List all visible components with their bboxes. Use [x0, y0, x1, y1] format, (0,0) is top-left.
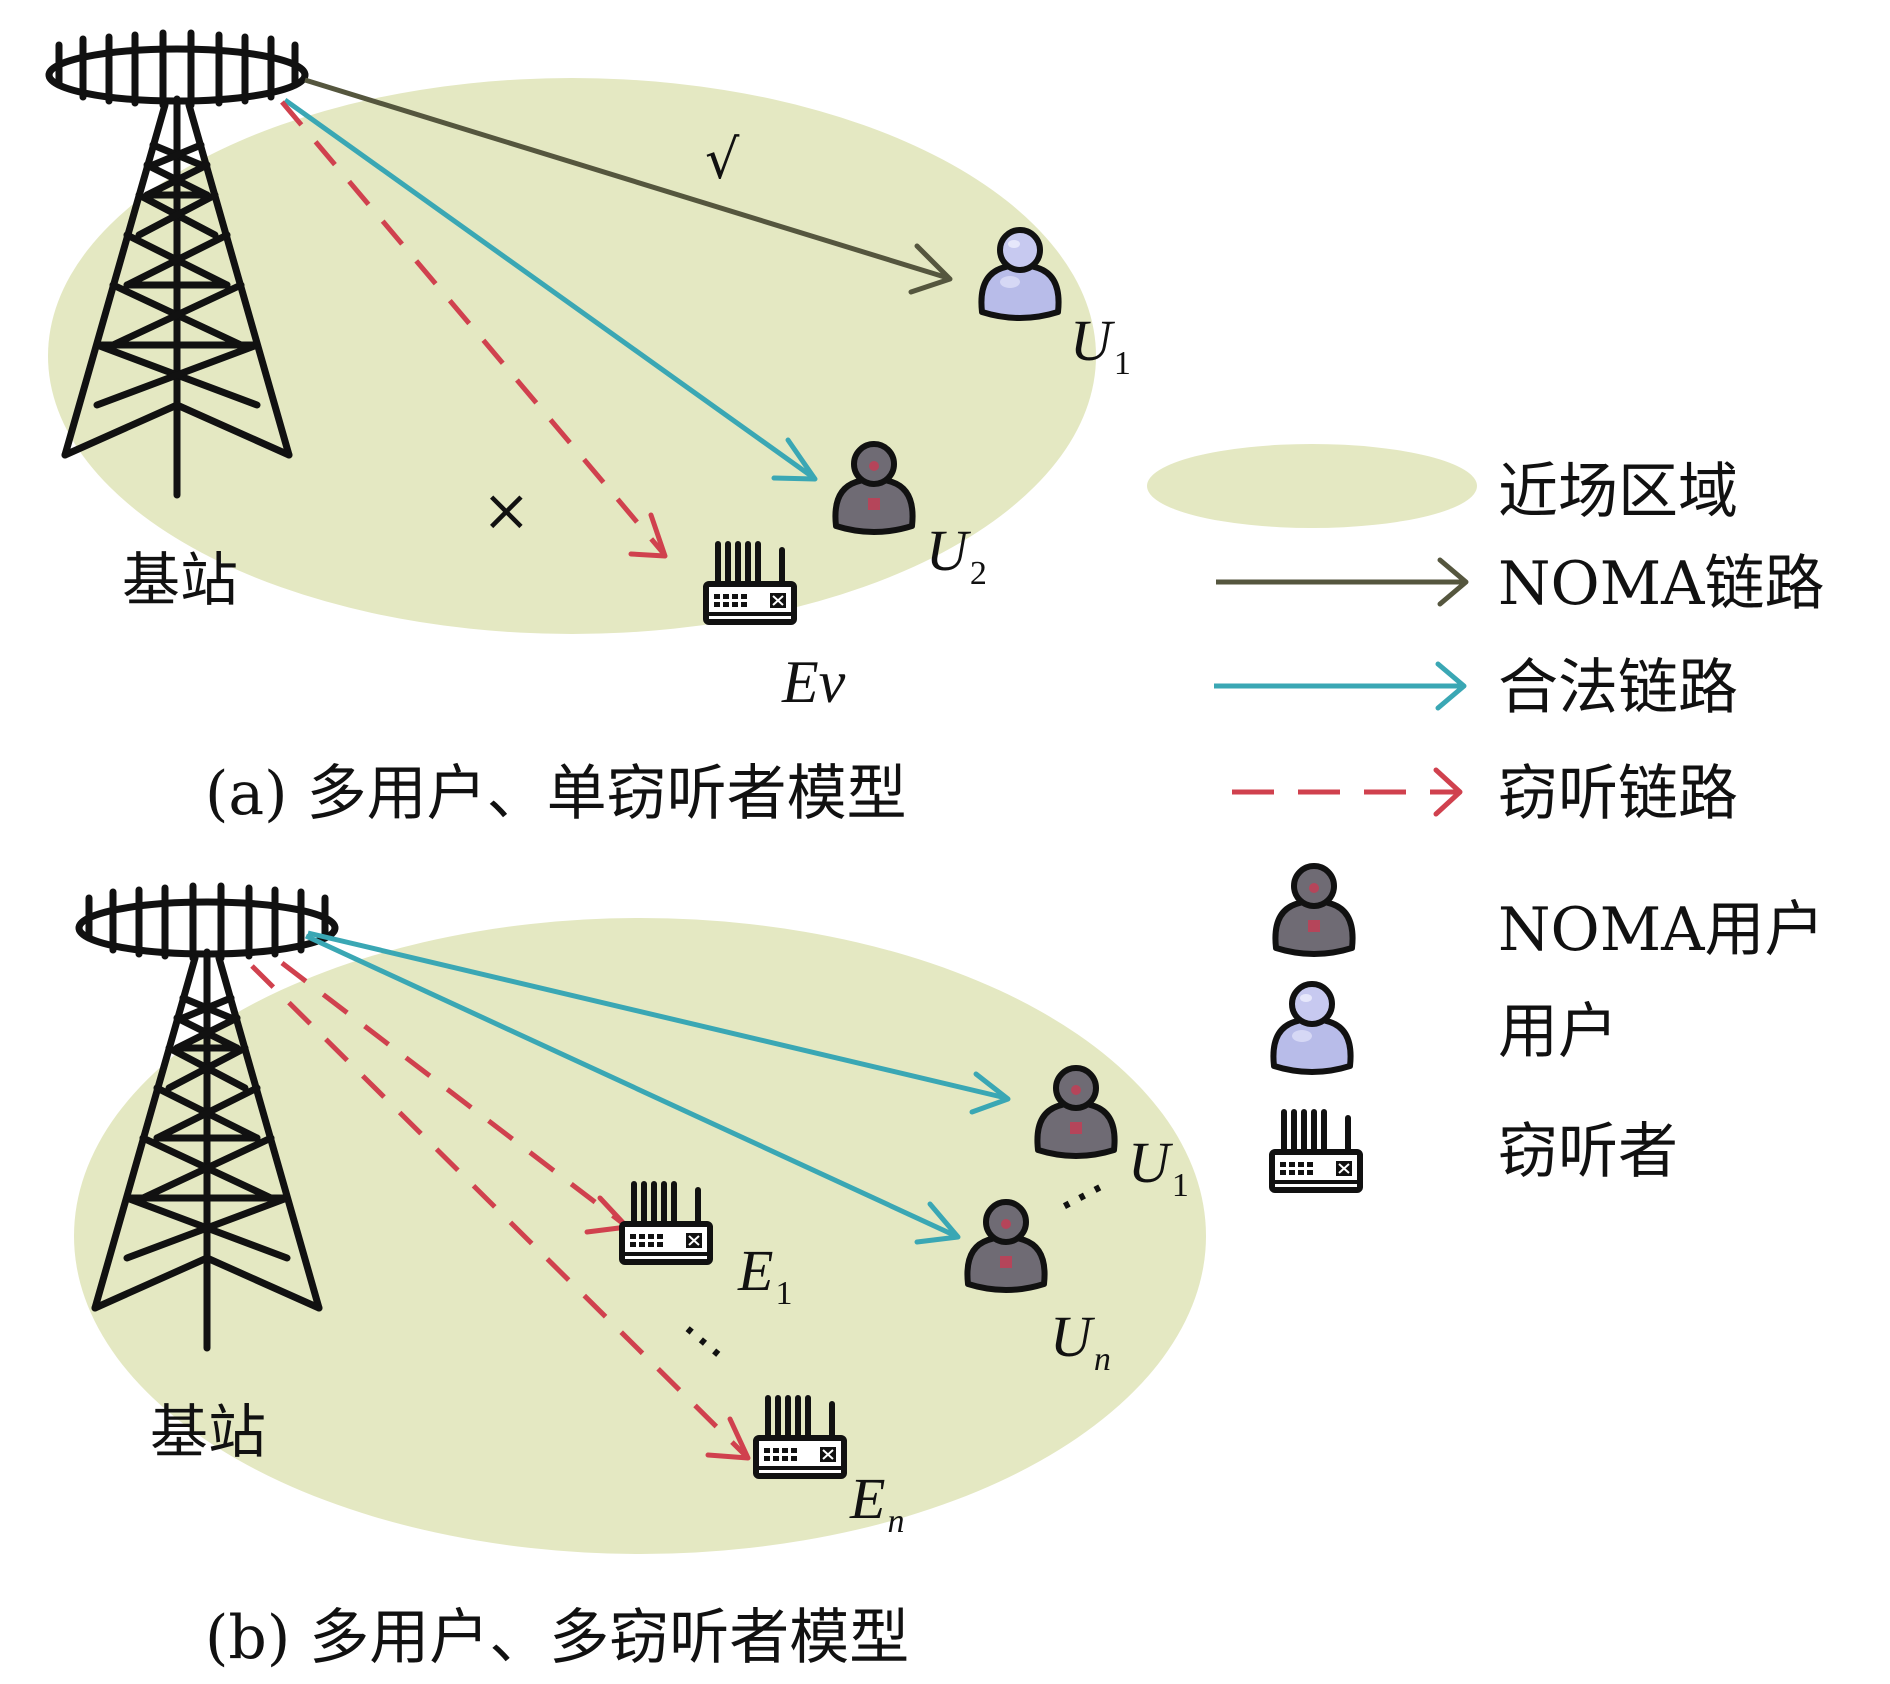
eaves-link-bn [250, 964, 751, 1461]
legit-link-a [283, 97, 818, 482]
eavesn-b-label: En [849, 1466, 904, 1540]
legend-noma-link-label: NOMA链路 [1498, 549, 1824, 619]
legend-near-field-label: 近场区域 [1498, 457, 1738, 527]
panel-b: 基站 U1 ⋯ Un E1 ⋯ [74, 886, 1206, 1673]
caption-b: (b) 多用户、多窃听者模型 [205, 1603, 909, 1673]
eavesn-b-icon [756, 1398, 844, 1476]
base-station-b-label: 基站 [150, 1398, 266, 1466]
eavesdropper-a-label: Ev [781, 649, 846, 715]
legend-legit-link-label: 合法链路 [1498, 653, 1738, 723]
check-mark: √ [705, 128, 740, 191]
legend-eavesdropper-label: 窃听者 [1498, 1117, 1678, 1187]
base-station-a-label: 基站 [122, 546, 238, 614]
eavesdropper-a-icon [706, 544, 794, 622]
legit-link-b2 [304, 933, 961, 1245]
legend-noma-link-swatch [1216, 557, 1469, 607]
legend-user-icon [1273, 984, 1350, 1072]
legend-eaves-link-label: 窃听链路 [1498, 759, 1738, 829]
usern-b-label: Un [1050, 1304, 1111, 1378]
legend-near-field-swatch [1147, 444, 1477, 528]
eaves-link-a [280, 100, 668, 559]
legend-eavesdropper-icon [1272, 1112, 1360, 1190]
legend-legit-link-swatch [1214, 661, 1467, 711]
caption-a: (a) 多用户、单窃听者模型 [205, 759, 907, 829]
near-field-region-a [48, 78, 1096, 634]
noma-link-a [304, 77, 953, 295]
legit-link-b1 [307, 930, 1011, 1115]
user1-a-label: U1 [1070, 308, 1131, 382]
cross-mark: × [482, 476, 531, 544]
user1-b-label: U1 [1128, 1130, 1189, 1204]
eaves1-b-label: E1 [737, 1238, 792, 1312]
legend-eaves-link-swatch [1232, 767, 1463, 817]
panel-a: 基站 √ × U1 U2 Ev (a) 多用户、单窃听者模型 [48, 33, 1131, 829]
legend-noma-user-label: NOMA用户 [1498, 895, 1824, 965]
eaves1-b-icon [622, 1184, 710, 1262]
legend-user-label: 用户 [1498, 997, 1618, 1067]
user2-a-label: U2 [926, 518, 987, 592]
legend-noma-user-icon [1275, 866, 1352, 954]
legend: 近场区域 NOMA链路 合法链路 窃听链路 NOMA用户 用户 窃听者 [1147, 444, 1824, 1190]
